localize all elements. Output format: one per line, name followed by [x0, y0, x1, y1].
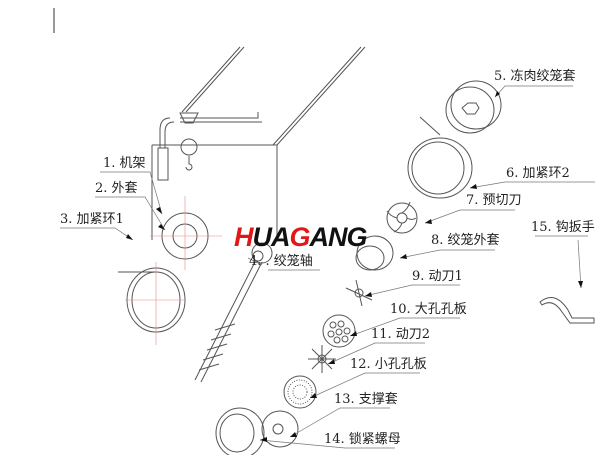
part-15-hook-wrench [539, 297, 595, 324]
label-locking-nut: 14. 锁紧螺母 [324, 432, 401, 447]
label-frame: 1. 机架 [103, 156, 146, 171]
label-auger-shaft: 4. . 绞笼轴 [249, 254, 313, 269]
part-3-clamp-ring-1 [118, 262, 186, 345]
label-clamp-ring-1: 3. 加紧环1 [60, 212, 124, 227]
part-8-auger-outer-sleeve [355, 235, 394, 271]
label-frozen-meat-auger-sleeve: 5. 冻肉绞笼套 [494, 69, 576, 84]
label-large-hole-plate: 10. 大孔孔板 [390, 302, 467, 317]
part-5-frozen-meat-auger-sleeve [445, 80, 502, 134]
huagang-logo: HUAGANG [234, 222, 368, 253]
logo-g: G [289, 222, 311, 252]
part-9-moving-knife-1 [345, 279, 373, 307]
part-12-small-hole-plate [283, 375, 317, 409]
label-auger-outer-sleeve: 8. 绞笼外套 [431, 233, 500, 248]
label-hook-wrench: 15. 钩扳手 [531, 220, 595, 235]
logo-ang: ANG [309, 222, 368, 252]
part-7-pre-cut-knife [386, 201, 418, 234]
part-4-auger-shaft [194, 242, 273, 383]
part-6-clamp-ring-2 [407, 116, 473, 199]
label-moving-knife-1: 9. 动刀1 [412, 269, 463, 284]
part-14-locking-nut [215, 407, 265, 455]
logo-h: H [234, 222, 253, 252]
label-outer-sleeve: 2. 外套 [95, 181, 138, 196]
leader-lines [60, 85, 595, 449]
label-support-sleeve: 13. 支撑套 [334, 392, 398, 407]
label-pre-cut-knife: 7. 预切刀 [466, 193, 522, 208]
machine-frame [151, 46, 366, 240]
leader-arrowheads [126, 91, 583, 442]
part-13-support-sleeve [261, 410, 299, 448]
part-10-large-hole-plate [322, 314, 356, 348]
label-clamp-ring-2: 6. 加紧环2 [506, 166, 570, 181]
label-small-hole-plate: 12. 小孔孔板 [350, 357, 427, 372]
label-moving-knife-2: 11. 动刀2 [371, 327, 431, 342]
part-1-2-outer-sleeve [150, 196, 222, 270]
logo-ua: UA [252, 222, 291, 252]
part-11-moving-knife-2 [308, 345, 336, 373]
